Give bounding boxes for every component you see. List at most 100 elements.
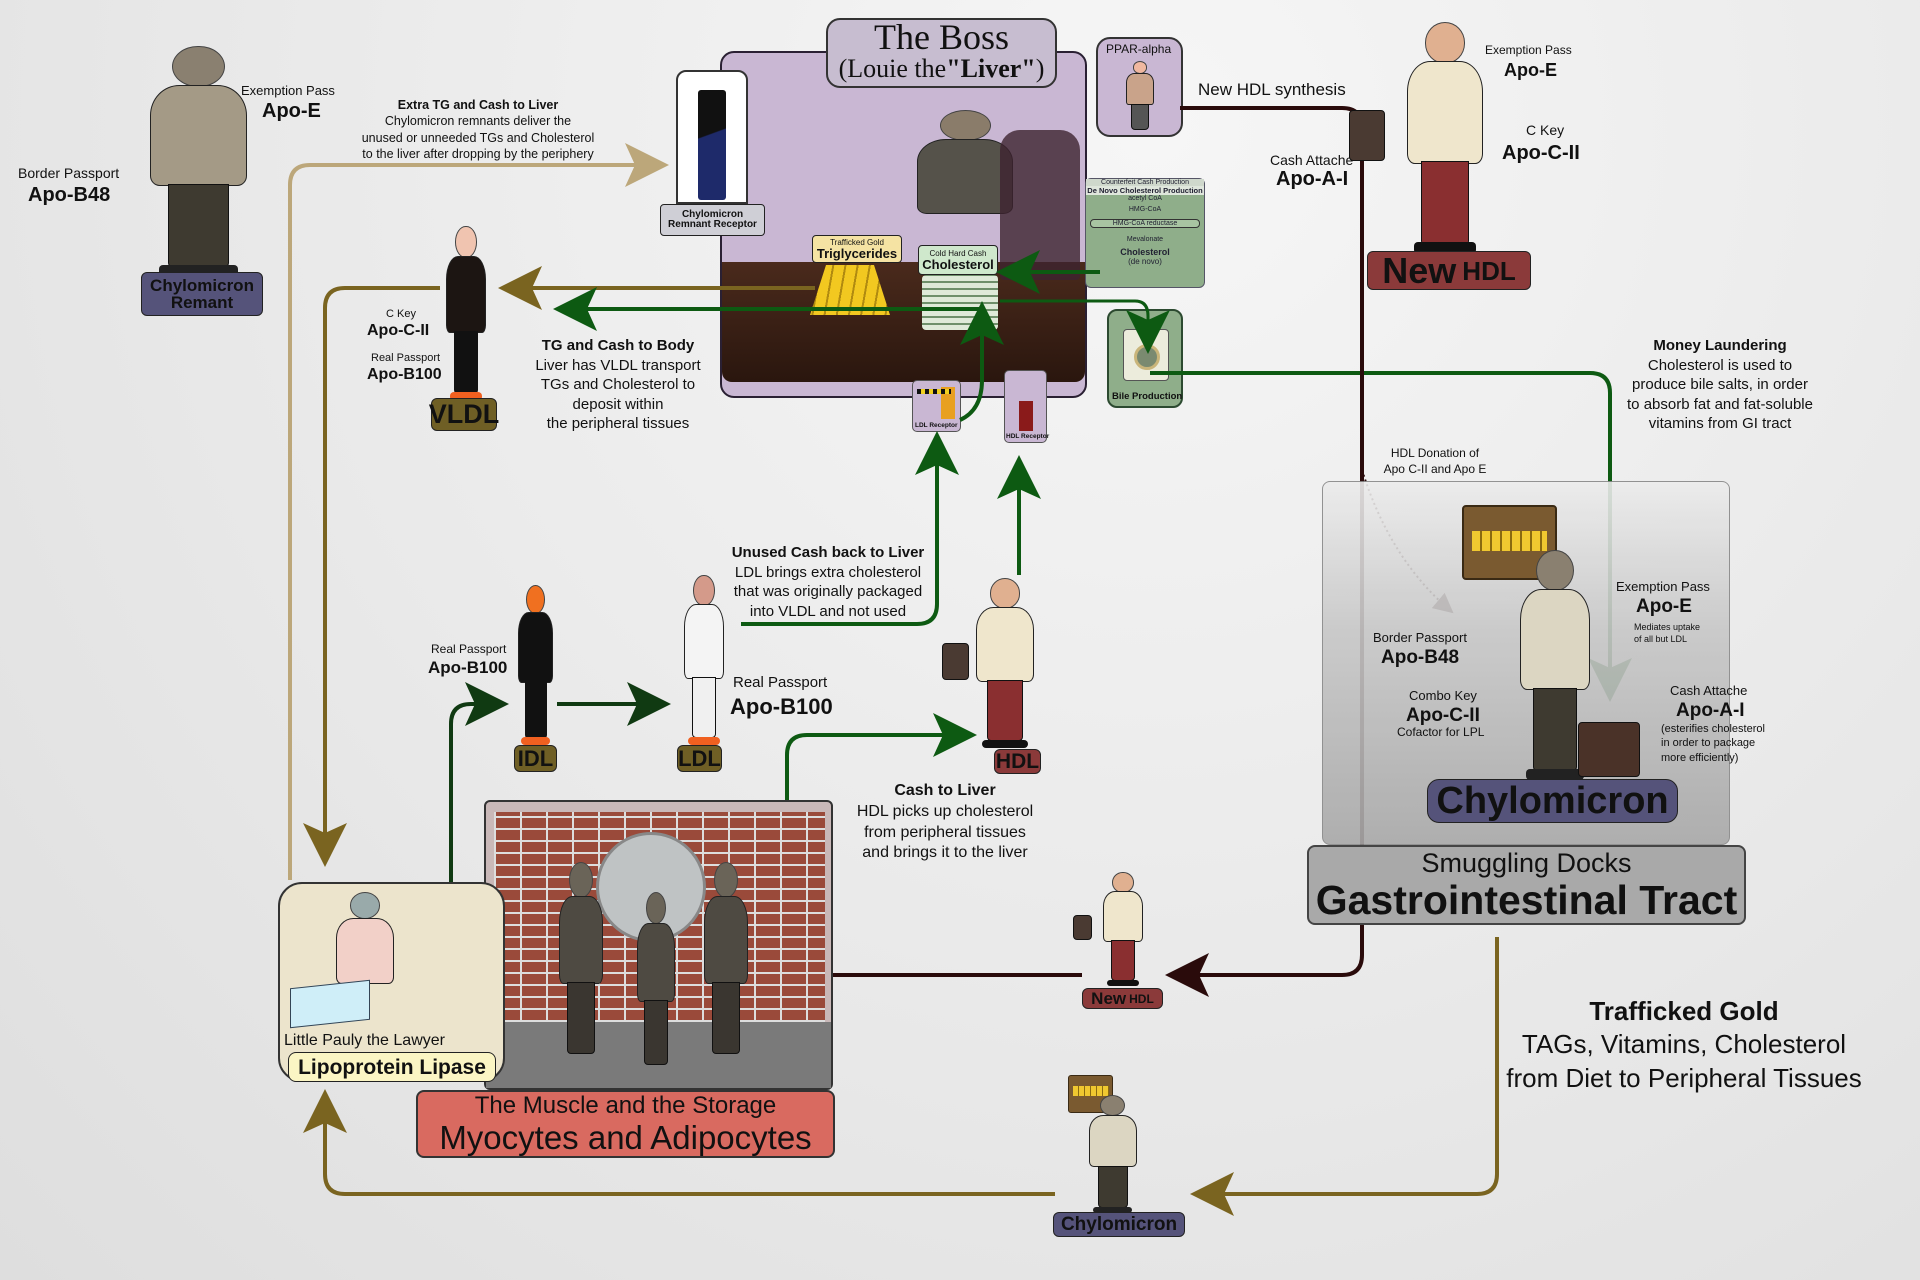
small-chylomicron-tag: Chylomicron (1053, 1212, 1185, 1237)
hdl-receptor[interactable]: HDL Receptor (1004, 370, 1050, 443)
small-chylomicron-character (1075, 1095, 1150, 1213)
lipoprotein-lipase-panel[interactable]: Little Pauly the Lawyer (278, 882, 505, 1082)
lipoprotein-lipase-tag: Lipoprotein Lipase (288, 1052, 496, 1082)
boss-chair (1000, 130, 1080, 280)
chylomicron-tag: Chylomicron (1427, 779, 1678, 823)
liver-subtitle: (Louie the"Liver") (838, 54, 1045, 83)
gi-apoa: Apo-A-I (1676, 700, 1745, 721)
new-hdl-attache-label: Cash Attache (1270, 152, 1354, 168)
liver-title-box: The Boss (Louie the"Liver") (826, 18, 1057, 88)
gi-apoc: Apo-C-II (1406, 705, 1480, 726)
remnant-apoe: Apo-E (262, 100, 321, 122)
liver-desk (722, 262, 1085, 382)
liver-title: The Boss (874, 17, 1009, 57)
bile-production-label: Bile Production (1112, 391, 1183, 403)
remnant-receptor-icon (698, 90, 726, 200)
small-new-hdl-character (1073, 872, 1154, 986)
hdl-character (942, 578, 1050, 748)
new-hdl-ckey-label: C Key (1526, 122, 1565, 138)
muscle-label-box: The Muscle and the Storage Myocytes and … (416, 1090, 835, 1158)
gi-border-label: Border Passport (1373, 630, 1467, 645)
remnant-apob48: Apo-B48 (28, 184, 111, 206)
ldl-receptor[interactable]: LDL Receptor (912, 380, 961, 432)
hdl-receptor-label: HDL Receptor (1006, 432, 1050, 440)
new-hdl-synthesis-label: New HDL synthesis (1198, 80, 1346, 99)
vldl-character (435, 226, 497, 401)
gangster-character (546, 862, 616, 1062)
denovo-output: Cholesterol (1120, 247, 1170, 257)
muscle-label-top: The Muscle and the Storage (474, 1092, 777, 1119)
denovo-step: Mevalonate (1126, 236, 1164, 243)
new-hdl-apoa: Apo-A-I (1276, 168, 1349, 190)
ldl-passport-label: Real Passport (733, 674, 828, 691)
denovo-small-label: Counterfeit Cash Production (1086, 179, 1204, 186)
idl-tag: IDL (514, 745, 557, 772)
denovo-step: HMG-CoA reductase (1090, 219, 1200, 228)
small-treasure-chest-icon (1068, 1075, 1113, 1113)
new-hdl-character (1349, 22, 1505, 254)
boss-character (890, 110, 1040, 280)
gi-tract-label: Gastrointestinal Tract (1315, 877, 1738, 923)
ldl-character (673, 575, 735, 745)
vldl-passport-label: Real Passport (371, 352, 441, 364)
ppar-character (1118, 61, 1162, 133)
gate-icon (941, 387, 955, 419)
denovo-step: HMG-CoA (1128, 206, 1162, 213)
vldl-tag: VLDL (428, 398, 500, 431)
remnant-exemption-label: Exemption Pass (241, 83, 335, 98)
denovo-output-note: (de novo) (1128, 257, 1162, 266)
gi-tract-label-box: Smuggling Docks Gastrointestinal Tract (1307, 845, 1746, 925)
gi-exemption-label: Exemption Pass (1616, 579, 1710, 594)
remnant-border-label: Border Passport (18, 165, 120, 181)
cash-bag-icon (1578, 722, 1640, 777)
ppar-alpha-box[interactable]: PPAR-alpha (1096, 37, 1183, 137)
new-hdl-apoe: Apo-E (1504, 60, 1557, 80)
gangster-character (626, 892, 686, 1072)
ldl-receptor-label: LDL Receptor (915, 421, 958, 429)
lawyer-label: Little Pauly the Lawyer (284, 1032, 445, 1049)
gi-apoe: Apo-E (1636, 596, 1692, 617)
gi-apob48: Apo-B48 (1381, 647, 1460, 668)
vldl-ckey-label: C Key (386, 308, 416, 320)
denovo-box[interactable]: Counterfeit Cash Production De Novo Chol… (1085, 178, 1205, 288)
ppar-alpha-label: PPAR-alpha (1106, 42, 1172, 56)
gi-apoc-note: Cofactor for LPL (1397, 725, 1485, 739)
gate-icon (1019, 401, 1033, 431)
idl-apob: Apo-B100 (428, 658, 508, 677)
gi-combo-label: Combo Key (1409, 688, 1477, 703)
denovo-step: acetyl CoA (1128, 195, 1162, 202)
new-hdl-exemption-label: Exemption Pass (1485, 43, 1572, 57)
bile-production-box[interactable]: Bile Production (1107, 309, 1183, 408)
hdl-tag: HDL (994, 749, 1041, 774)
washing-machine-icon (1123, 329, 1169, 381)
idl-character (508, 585, 563, 745)
new-hdl-apoc: Apo-C-II (1502, 142, 1580, 164)
muscle-storage-panel (484, 800, 833, 1090)
chylomicron-character (1500, 550, 1610, 780)
ldl-apob: Apo-B100 (730, 694, 833, 719)
smuggling-docks-label: Smuggling Docks (1421, 848, 1632, 878)
idl-passport-label: Real Passport (431, 642, 507, 656)
vldl-apob: Apo-B100 (367, 366, 442, 383)
gangster-character (691, 862, 761, 1062)
chylomicron-remnant-character (122, 46, 275, 276)
lawyer-character (320, 892, 410, 1042)
denovo-label: De Novo Cholesterol Production (1086, 186, 1204, 195)
cash-stack-icon (922, 275, 998, 330)
vldl-apoc: Apo-C-II (367, 322, 430, 339)
gi-attache-label: Cash Attache (1670, 683, 1748, 698)
paper-icon (290, 979, 370, 1029)
